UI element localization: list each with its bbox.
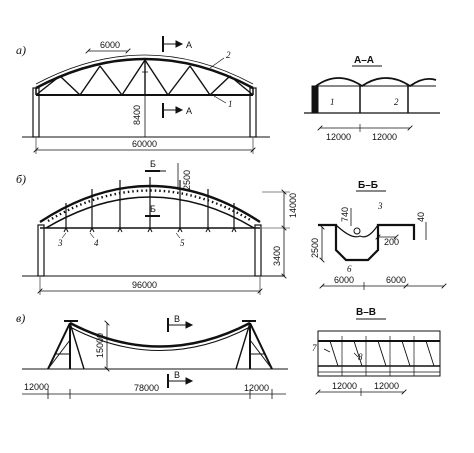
section-b-section-dim-2: 6000	[386, 275, 406, 285]
section-c-right-span: 12000	[244, 383, 269, 393]
section-b-callout-3: 3	[57, 238, 63, 248]
section-b-section-dim-200: 200	[384, 237, 399, 247]
section-c-elevation: в)	[16, 311, 288, 399]
section-b-section-dim-740: 740	[340, 207, 350, 222]
section-b-section-dim-1: 6000	[334, 275, 354, 285]
section-b-cut-bottom: Б	[150, 204, 156, 214]
section-b-section-dim-2500: 2500	[310, 238, 320, 258]
section-b-cut-top: Б	[150, 159, 156, 169]
section-b-marker: б)	[16, 172, 26, 186]
section-c-marker: в)	[16, 311, 25, 325]
section-a-cut-bottom: А	[186, 106, 192, 116]
section-a-cut-top: А	[186, 40, 192, 50]
section-a-section-dim-2: 12000	[372, 132, 397, 142]
section-c-section-title: В–В	[356, 307, 376, 318]
section-b-section-title: Б–Б	[358, 180, 378, 191]
section-c-section-dim-1: 12000	[332, 381, 357, 391]
section-a-height: 8400	[132, 105, 142, 125]
section-a-section-callout-2: 2	[394, 97, 399, 107]
section-a-section-title: А–А	[354, 55, 374, 66]
section-b-section-callout-3: 3	[377, 201, 383, 211]
section-c-cross-section	[318, 318, 441, 396]
section-b-elevation: б)	[16, 163, 290, 295]
section-a-cross-section	[304, 65, 440, 132]
section-c-mid-span: 78000	[134, 383, 159, 393]
section-a-span: 60000	[132, 139, 157, 149]
section-c-section-callout-8: 8	[358, 352, 363, 362]
section-a-section-dim-1: 12000	[326, 132, 351, 142]
section-a-callout-2: 2	[226, 50, 231, 60]
section-b-span: 96000	[132, 280, 157, 290]
section-a-top-dim: 6000	[100, 40, 120, 50]
section-a-section-callout-1: 1	[330, 97, 335, 107]
section-b-section-callout-6: 6	[347, 264, 352, 274]
section-c-cut-bottom: В	[174, 370, 180, 380]
section-a-callout-1: 1	[228, 99, 233, 109]
section-b-rise: 14000	[288, 193, 298, 218]
section-b-cross-section	[318, 190, 444, 290]
section-c-cut-top: В	[174, 314, 180, 324]
section-a-elevation: а)	[16, 36, 270, 154]
section-b-callout-4: 4	[94, 238, 99, 248]
section-b-arch-depth: 2500	[182, 170, 192, 190]
section-b-height: 3400	[272, 246, 282, 266]
section-c-section-dim-2: 12000	[374, 381, 399, 391]
section-b-callout-5: 5	[180, 238, 185, 248]
section-a-marker: а)	[16, 43, 26, 57]
section-c-sag: 15000	[95, 333, 105, 358]
section-c-section-callout-7: 7	[312, 343, 317, 353]
section-b-section-dim-40: 40	[416, 212, 426, 222]
section-c-left-span: 12000	[24, 382, 49, 392]
